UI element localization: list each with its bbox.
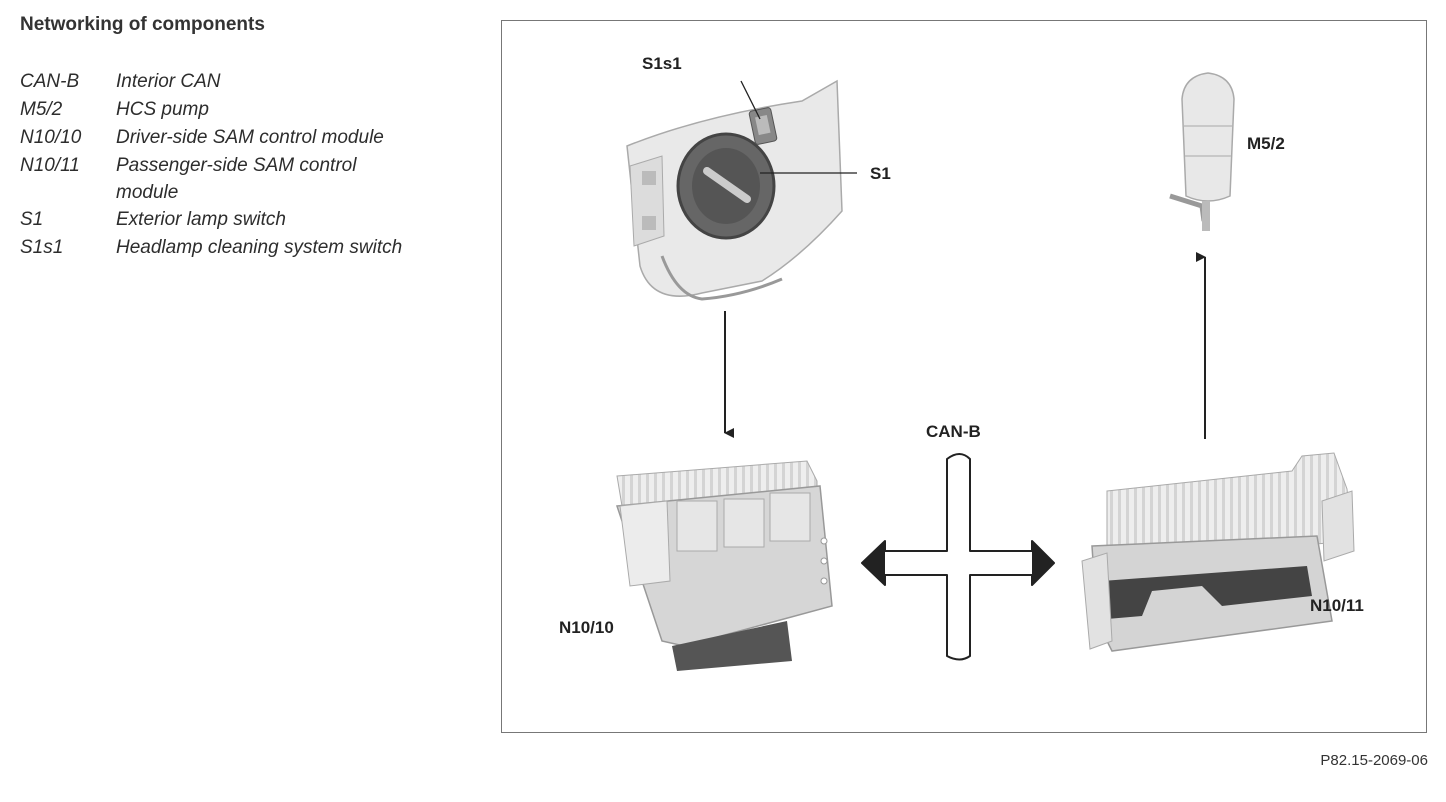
can-b-bus-symbol — [861, 453, 1055, 661]
s1-label: S1 — [870, 164, 891, 183]
legend-item: CAN-B Interior CAN — [20, 68, 480, 96]
can-b-label: CAN-B — [926, 422, 981, 441]
legend-description: Interior CAN — [116, 71, 221, 92]
n1010-label: N10/10 — [559, 618, 614, 637]
legend-item: S1s1 Headlamp cleaning system switch — [20, 234, 480, 262]
legend-item: N10/10 Driver-side SAM control module — [20, 124, 480, 152]
legend-item: N10/11 Passenger-side SAM control module — [20, 152, 480, 206]
legend-description: Passenger-side SAM control module — [116, 155, 357, 203]
legend-description: Exterior lamp switch — [116, 209, 286, 230]
legend-description: HCS pump — [116, 99, 209, 120]
legend-description: Headlamp cleaning system switch — [116, 237, 403, 258]
legend-code: N10/10 — [20, 127, 82, 148]
s1s1-leader-line — [740, 80, 761, 120]
hcs-pump-illustration — [1169, 72, 1235, 231]
networking-diagram: S1s1 S1 M5/2 CAN-B N10/10 N10/11 — [501, 20, 1427, 733]
exterior-lamp-switch-illustration — [626, 79, 843, 301]
legend-code: S1s1 — [20, 237, 64, 258]
legend-list: CAN-B Interior CAN M5/2 HCS pump N10/10 … — [20, 68, 480, 262]
diagram-canvas: S1s1 S1 M5/2 CAN-B N10/10 N10/11 — [559, 54, 1364, 671]
legend-code: M5/2 — [20, 99, 63, 120]
n1011-label: N10/11 — [1310, 596, 1364, 615]
driver-sam-module-illustration — [615, 460, 833, 671]
legend-item: M5/2 HCS pump — [20, 96, 480, 124]
figure-reference-number: P82.15-2069-06 — [1320, 752, 1428, 769]
s1s1-label: S1s1 — [642, 54, 682, 73]
legend-description: Driver-side SAM control module — [116, 127, 384, 148]
legend-code: S1 — [20, 209, 44, 230]
page-title: Networking of components — [20, 14, 265, 35]
legend-code: CAN-B — [20, 71, 80, 92]
legend-item: S1 Exterior lamp switch — [20, 206, 480, 234]
legend-code: N10/11 — [20, 155, 80, 176]
passenger-sam-module-illustration — [1081, 452, 1355, 652]
m52-label: M5/2 — [1247, 134, 1285, 153]
